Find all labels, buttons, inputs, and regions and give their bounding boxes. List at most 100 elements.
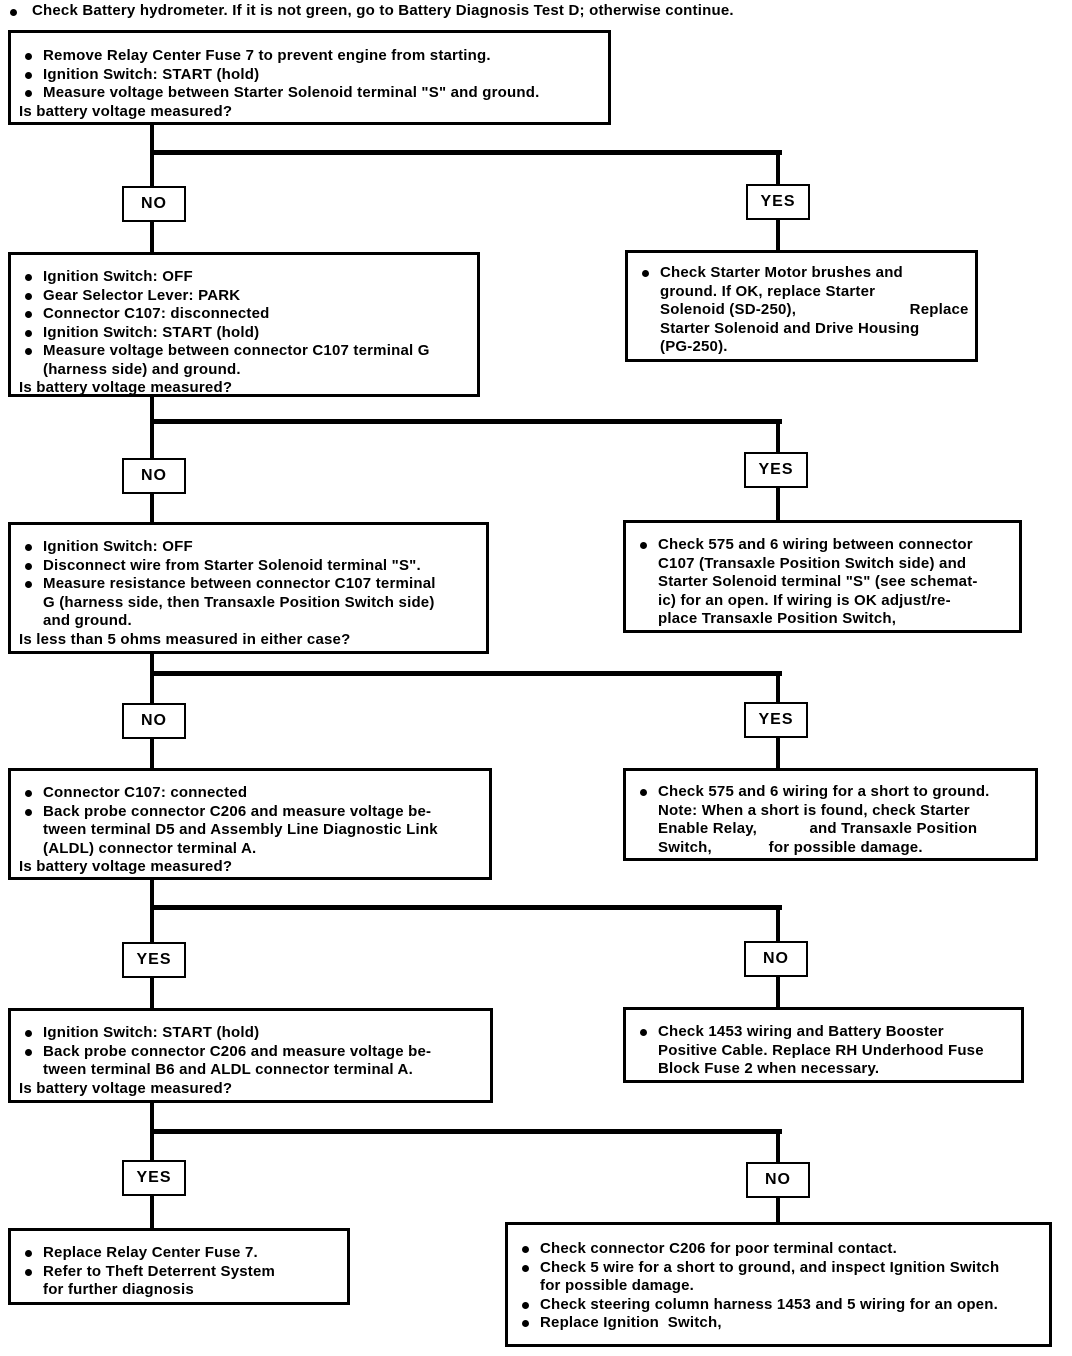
action-text: Check 575 and 6 wiring for a short to gr… [658,783,990,800]
bullet-icon [25,1048,32,1056]
step-text: and ground. [43,612,132,629]
action-text: Check 5 wire for a short to ground, and … [540,1258,1000,1276]
question-text: Is less than 5 ohms measured in either c… [19,630,351,648]
bullet-icon [642,270,649,277]
bullet-icon [25,274,32,281]
action-text: ground. If OK, replace Starter [660,282,876,300]
step-text: Disconnect wire from Starter Solenoid te… [43,556,421,574]
list-item: Disconnect wire from Starter Solenoid te… [17,557,482,576]
bullet-icon [25,790,32,797]
test-box-4: Connector C107: connected Back probe con… [8,768,492,880]
bullet-icon [25,581,32,588]
flow-line [150,492,154,523]
list-item: Check 575 and 6 wiring between connector… [632,536,1015,629]
bullet-icon [640,542,647,549]
action-text: Enable Relay, and Transaxle Position [658,820,978,837]
question-text: Is battery voltage measured? [19,102,233,120]
list-item: Ignition Switch: START (hold) [17,66,604,85]
step-text: Back probe connector C206 and measure vo… [43,1042,432,1060]
test-box-3: Ignition Switch: OFF Disconnect wire fro… [8,522,489,654]
step-text: G (harness side, then Transaxle Position… [43,593,435,611]
step-text: (ALDL) connector terminal A. [43,839,257,857]
list-item: Gear Selector Lever: PARK [17,287,473,306]
flow-line [150,220,154,253]
step-text: Ignition Switch: START (hold) [43,65,260,83]
question-text: Is battery voltage measured? [19,858,233,875]
bullet-icon [640,789,647,796]
step-text: Ignition Switch: OFF [43,268,193,285]
action-text: Starter Solenoid and Drive Housing [660,319,920,337]
action-text: Switch, for possible damage. [658,838,923,856]
decision-no-5: NO [746,1162,810,1198]
action-text: Block Fuse 2 when necessary. [658,1060,880,1077]
bullet-icon [25,90,32,97]
action-text: Check Starter Motor brushes and [660,264,903,281]
step-text: Measure voltage between connector C107 t… [43,342,430,359]
result-box-3: Check 575 and 6 wiring for a short to gr… [623,768,1038,861]
bullet-icon [522,1301,529,1309]
list-item: Check 575 and 6 wiring for a short to gr… [632,783,1031,857]
flow-line [150,671,782,676]
flow-line [776,736,780,769]
decision-no-2: NO [122,458,186,494]
bullet-icon [25,808,32,816]
step-text: Connector C107: connected [43,784,248,801]
list-item: Connector C107: connected [17,784,485,803]
list-item: Refer to Theft Deterrent System for furt… [17,1263,343,1300]
bullet-icon [25,329,32,337]
decision-yes-2: YES [744,452,808,488]
step-text: Ignition Switch: START (hold) [43,1024,260,1041]
list-item: Replace Relay Center Fuse 7. [17,1244,343,1263]
action-text: ic) for an open. If wiring is OK adjust/… [658,591,951,609]
test-box-2: Ignition Switch: OFF Gear Selector Lever… [8,252,480,397]
action-text: Check 575 and 6 wiring between connector [658,536,973,553]
decision-yes-3: YES [744,702,808,738]
flow-line [150,878,154,944]
flow-line [776,487,780,521]
step-text: Measure resistance between connector C10… [43,575,436,592]
list-item: Remove Relay Center Fuse 7 to prevent en… [17,47,604,66]
list-item: Ignition Switch: START (hold) [17,324,473,343]
final-box-right: Check connector C206 for poor terminal c… [505,1222,1052,1347]
flow-line [776,218,780,251]
flow-line [776,419,780,454]
flow-line [776,150,780,186]
bullet-icon [25,562,32,570]
bullet-icon [25,544,32,551]
flow-line [776,975,780,1009]
list-item: Back probe connector C206 and measure vo… [17,803,485,859]
question-text: Is battery voltage measured? [19,1079,233,1097]
action-text: Check connector C206 for poor terminal c… [540,1240,897,1257]
step-text: tween terminal B6 and ALDL connector ter… [43,1061,413,1078]
flow-line [776,905,780,943]
bullet-icon [25,292,32,300]
result-box-4: Check 1453 wiring and Battery Booster Po… [623,1007,1024,1083]
list-item: Check Starter Motor brushes and ground. … [634,264,971,357]
action-text: Solenoid (SD-250), Replace [660,301,969,318]
action-text: for further diagnosis [43,1281,194,1298]
step-text: Measure voltage between Starter Solenoid… [43,84,540,101]
list-item: Measure resistance between connector C10… [17,575,482,631]
bullet-icon [522,1246,529,1253]
page-note: Check Battery hydrometer. If it is not g… [10,2,1060,21]
decision-yes-5: YES [122,1160,186,1196]
step-text: Ignition Switch: OFF [43,538,193,555]
test-box-1: Remove Relay Center Fuse 7 to prevent en… [8,30,611,125]
list-item: Back probe connector C206 and measure vo… [17,1043,486,1080]
action-text: Note: When a short is found, check Start… [658,801,970,819]
step-text: (harness side) and ground. [43,360,241,378]
flow-line [776,1196,780,1223]
flow-line [150,1194,154,1229]
list-item: Ignition Switch: OFF [17,538,482,557]
action-text: Starter Solenoid terminal "S" (see schem… [658,573,978,590]
bullet-icon [25,1030,32,1037]
decision-yes-4: YES [122,942,186,978]
flow-line [776,1129,780,1164]
step-text: Ignition Switch: START (hold) [43,323,260,341]
bullet-icon [25,311,32,318]
bullet-icon [640,1029,647,1036]
question-text: Is battery voltage measured? [19,379,233,396]
note-text: Check Battery hydrometer. If it is not g… [32,2,734,19]
list-item: Replace Ignition Switch, [514,1314,1045,1333]
list-item: Ignition Switch: START (hold) [17,1024,486,1043]
